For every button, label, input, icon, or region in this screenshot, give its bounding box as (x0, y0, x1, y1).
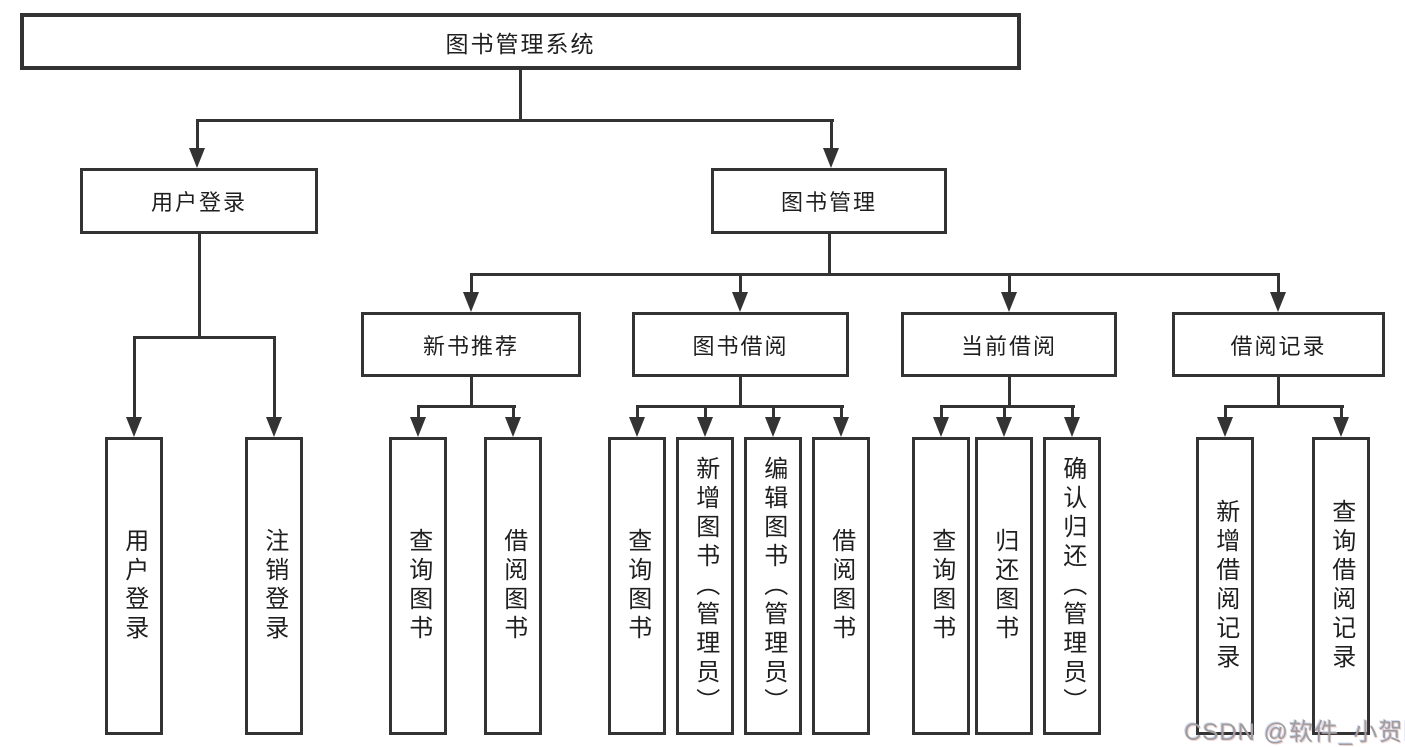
connector-line (1071, 405, 1074, 421)
node-label: 借阅记录 (1230, 333, 1327, 359)
leaf-borrow-books: 借阅图书 (812, 437, 870, 735)
connector-line (772, 405, 775, 421)
connector-line (273, 336, 276, 420)
node-label: 图书管理 (780, 190, 877, 215)
connector-line (636, 405, 639, 421)
arrow-down-icon (1333, 417, 1349, 437)
node-label: 查询图书 (927, 528, 955, 644)
leaf-user-login: 用户登录 (105, 437, 163, 735)
arrow-down-icon (463, 292, 479, 312)
arrow-down-icon (996, 417, 1012, 437)
node-library-management-system: 图书管理系统 (20, 13, 1021, 70)
node-label: 图书借阅 (692, 333, 789, 359)
node-label: 借阅图书 (499, 528, 527, 644)
connector-line (704, 405, 707, 421)
arrow-down-icon (732, 292, 748, 312)
connector-line (1008, 377, 1011, 408)
node-label: 新书推荐 (422, 333, 519, 359)
arrow-down-icon (697, 417, 713, 437)
node-label: 借阅图书 (827, 528, 855, 644)
connector-line (470, 377, 473, 408)
arrow-down-icon (933, 417, 949, 437)
arrow-down-icon (833, 417, 849, 437)
node-current-borrowing: 当前借阅 (901, 312, 1117, 377)
connector-line (1008, 273, 1011, 295)
connector-line (636, 405, 844, 408)
connector-line (198, 234, 201, 339)
connector-line (196, 119, 199, 151)
leaf-return-books: 归还图书 (975, 437, 1033, 735)
connector-line (840, 405, 843, 421)
node-user-login: 用户登录 (80, 168, 318, 234)
node-new-book-recommendation: 新书推荐 (361, 312, 581, 377)
connector-line (512, 405, 515, 421)
connector-line (1003, 405, 1006, 421)
connector-line (470, 273, 473, 295)
leaf-edit-books-admin: 编辑图书（管理员） (744, 437, 802, 735)
node-label: 编辑图书（管理员） (759, 455, 787, 717)
connector-line (196, 119, 834, 122)
connector-line (739, 377, 742, 408)
arrow-down-icon (629, 417, 645, 437)
node-label: 查询借阅记录 (1327, 499, 1355, 673)
node-label: 注销登录 (260, 528, 288, 644)
connector-line (1224, 405, 1344, 408)
leaf-query-books-current: 查询图书 (912, 437, 970, 735)
leaf-confirm-return-admin: 确认归还（管理员） (1043, 437, 1101, 735)
node-label: 新增借阅记录 (1211, 499, 1239, 673)
node-label: 确认归还（管理员） (1058, 455, 1086, 717)
connector-line (1277, 273, 1280, 295)
leaf-add-books-admin: 新增图书（管理员） (676, 437, 734, 735)
connector-line (1340, 405, 1343, 421)
arrow-down-icon (1001, 292, 1017, 312)
node-borrowing-records: 借阅记录 (1172, 312, 1385, 377)
connector-line (940, 405, 1075, 408)
arrow-down-icon (765, 417, 781, 437)
arrow-down-icon (823, 148, 839, 168)
node-label: 用户登录 (120, 528, 148, 644)
arrow-down-icon (1064, 417, 1080, 437)
connector-line (417, 405, 420, 421)
arrow-down-icon (266, 417, 282, 437)
node-label: 查询图书 (623, 528, 651, 644)
node-label: 图书管理系统 (445, 30, 596, 57)
node-label: 当前借阅 (960, 333, 1057, 359)
connector-line (830, 119, 833, 151)
arrow-down-icon (189, 148, 205, 168)
connector-line (940, 405, 943, 421)
connector-line (470, 273, 1280, 276)
leaf-query-books-recommend: 查询图书 (389, 437, 447, 735)
node-label: 新增图书（管理员） (691, 455, 719, 717)
leaf-query-books-borrowing: 查询图书 (608, 437, 666, 735)
connector-line (1224, 405, 1227, 421)
connector-line (133, 336, 276, 339)
node-book-management: 图书管理 (711, 168, 947, 234)
node-book-borrowing: 图书借阅 (632, 312, 849, 377)
node-label: 用户登录 (150, 190, 247, 215)
arrow-down-icon (505, 417, 521, 437)
connector-line (519, 69, 522, 122)
connector-line (1277, 377, 1280, 408)
connector-line (739, 273, 742, 295)
connector-line (133, 336, 136, 420)
leaf-query-borrow-record: 查询借阅记录 (1312, 437, 1370, 735)
connector-line (417, 405, 516, 408)
leaf-logout: 注销登录 (245, 437, 303, 735)
arrow-down-icon (126, 417, 142, 437)
leaf-add-borrow-record: 新增借阅记录 (1196, 437, 1254, 735)
node-label: 归还图书 (990, 528, 1018, 644)
leaf-borrow-books-recommend: 借阅图书 (484, 437, 542, 735)
csdn-watermark: CSDN @软件_小贺同学 (1184, 719, 1405, 746)
arrow-down-icon (1217, 417, 1233, 437)
connector-line (828, 234, 831, 276)
arrow-down-icon (410, 417, 426, 437)
node-label: 查询图书 (404, 528, 432, 644)
arrow-down-icon (1270, 292, 1286, 312)
